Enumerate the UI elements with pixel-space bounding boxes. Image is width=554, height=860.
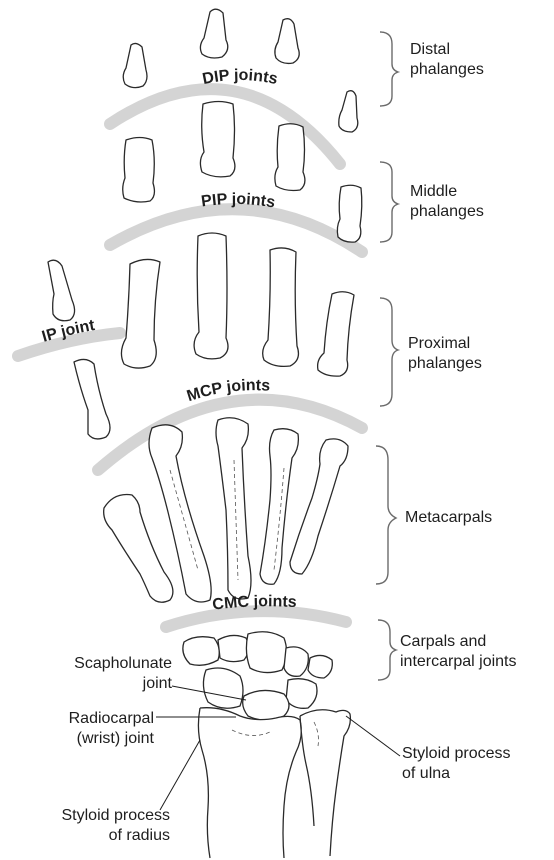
scaphoid — [203, 668, 243, 708]
ulna — [300, 710, 350, 856]
brace-proximal — [380, 298, 398, 406]
radius — [198, 708, 301, 858]
brace-metacarpals — [376, 446, 396, 584]
capitate — [246, 632, 286, 673]
proximal-phalanx-thumb — [74, 359, 110, 438]
pisiform — [308, 655, 332, 678]
radiocarpal-joint-label: Radiocarpal(wrist) joint — [2, 709, 154, 749]
proximal-phalanx-middle — [194, 233, 228, 359]
distal-phalanx-little — [339, 91, 358, 132]
cmc-joint-band — [166, 611, 346, 627]
forearm-bones — [198, 708, 350, 858]
leader-styloid-radius — [160, 740, 200, 810]
brace-carpals — [378, 620, 396, 680]
metacarpal-middle — [216, 418, 251, 599]
middle-phalanx-middle — [200, 102, 235, 177]
middle-phalanx-little — [337, 185, 361, 242]
middle-phalanx-ring — [275, 124, 305, 191]
trapezium — [183, 637, 219, 666]
pip-joint-band — [110, 209, 362, 252]
dip-joints-label: DIP joints — [201, 67, 279, 88]
brace-middle — [380, 162, 398, 242]
middle-phalanx-index — [123, 138, 155, 203]
distal-phalanx-index — [123, 43, 147, 87]
proximal-phalanx-index — [121, 259, 160, 368]
metacarpals-label: Metacarpals — [405, 508, 492, 528]
proximal-phalanx-little — [318, 292, 354, 376]
distal-phalanx-thumb — [48, 260, 75, 321]
distal-phalanx-middle — [200, 9, 227, 58]
distal-phalanx-ring — [275, 19, 299, 64]
metacarpals — [104, 418, 348, 603]
triquetrum — [286, 679, 317, 709]
braces — [376, 32, 398, 680]
leader-styloid-ulna — [346, 716, 400, 756]
lunate — [243, 690, 289, 720]
metacarpal-little — [290, 439, 348, 574]
trapezoid — [218, 635, 249, 661]
brace-distal — [380, 32, 398, 106]
carpals — [183, 632, 332, 720]
hamate — [284, 647, 308, 676]
metacarpal-thumb — [104, 495, 173, 603]
proximal-phalanx-ring — [263, 248, 299, 366]
